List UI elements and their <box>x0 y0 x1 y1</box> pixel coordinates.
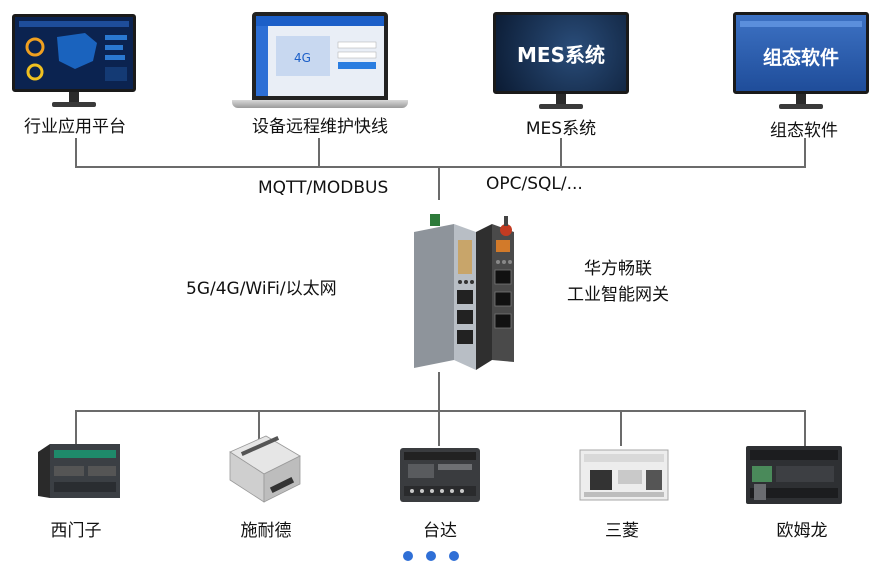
omron-plc-icon <box>746 446 842 504</box>
bottom-drop-4 <box>620 410 622 446</box>
mes-monitor: MES系统 <box>493 12 629 112</box>
bottom-drop-5 <box>804 410 806 446</box>
scada-screen-text: 组态软件 <box>762 47 839 69</box>
delta-plc <box>398 444 482 504</box>
laptop-screen: 4G <box>252 12 388 100</box>
svg-text:4G: 4G <box>294 51 311 65</box>
gateway-down-line <box>438 372 440 412</box>
remote-maintenance-laptop: 4G <box>230 12 410 112</box>
pagination-dot-1[interactable] <box>403 551 413 561</box>
gateway-type-label: 工业智能网关 <box>567 285 669 305</box>
industry-platform-monitor <box>12 14 136 110</box>
login-page-graphic-icon: 4G <box>256 16 384 96</box>
device-label-1: 西门子 <box>50 521 102 541</box>
top-drop-3 <box>560 138 562 168</box>
pagination-dot-3[interactable] <box>449 551 459 561</box>
protocol-left-label: MQTT/MODBUS <box>258 178 389 198</box>
dashboard-graphic-icon <box>19 21 129 81</box>
top-label-4: 组态软件 <box>770 121 838 141</box>
top-label-2: 设备远程维护快线 <box>252 117 388 137</box>
top-drop-1 <box>75 138 77 168</box>
bottom-drop-2 <box>258 410 260 446</box>
gateway-brand-label: 华方畅联 <box>584 259 652 279</box>
device-label-5: 欧姆龙 <box>776 521 828 541</box>
gateway-device <box>410 210 526 372</box>
mitsubishi-plc-icon <box>579 449 669 501</box>
mes-screen: MES系统 <box>493 12 629 94</box>
schneider-plc-icon <box>229 435 301 503</box>
top-drop-2 <box>318 138 320 168</box>
top-bus-line <box>75 166 806 168</box>
mitsubishi-plc <box>578 446 670 502</box>
delta-plc-icon <box>400 448 480 502</box>
siemens-plc <box>36 442 122 500</box>
protocol-right-label: OPC/SQL/... <box>486 174 583 194</box>
scada-screen: 组态软件 <box>733 12 869 94</box>
device-label-4: 三菱 <box>605 521 639 541</box>
scada-monitor: 组态软件 <box>733 12 869 112</box>
platform-dashboard-screen <box>12 14 136 92</box>
top-drop-4 <box>804 138 806 168</box>
bottom-drop-3 <box>438 410 440 446</box>
top-label-3: MES系统 <box>525 119 597 139</box>
gateway-hardware-icon <box>414 214 514 370</box>
gateway-up-line <box>438 166 440 200</box>
top-label-1: 行业应用平台 <box>24 117 126 137</box>
siemens-plc-icon <box>38 444 120 498</box>
device-label-3: 台达 <box>423 521 457 541</box>
pagination-dot-2[interactable] <box>426 551 436 561</box>
omron-plc <box>744 442 844 506</box>
network-label: 5G/4G/WiFi/以太网 <box>186 279 337 299</box>
schneider-plc <box>226 432 302 504</box>
device-label-2: 施耐德 <box>240 521 292 541</box>
bottom-drop-1 <box>75 410 77 446</box>
bottom-bus-line <box>75 410 806 412</box>
mes-screen-text: MES系统 <box>517 43 605 67</box>
